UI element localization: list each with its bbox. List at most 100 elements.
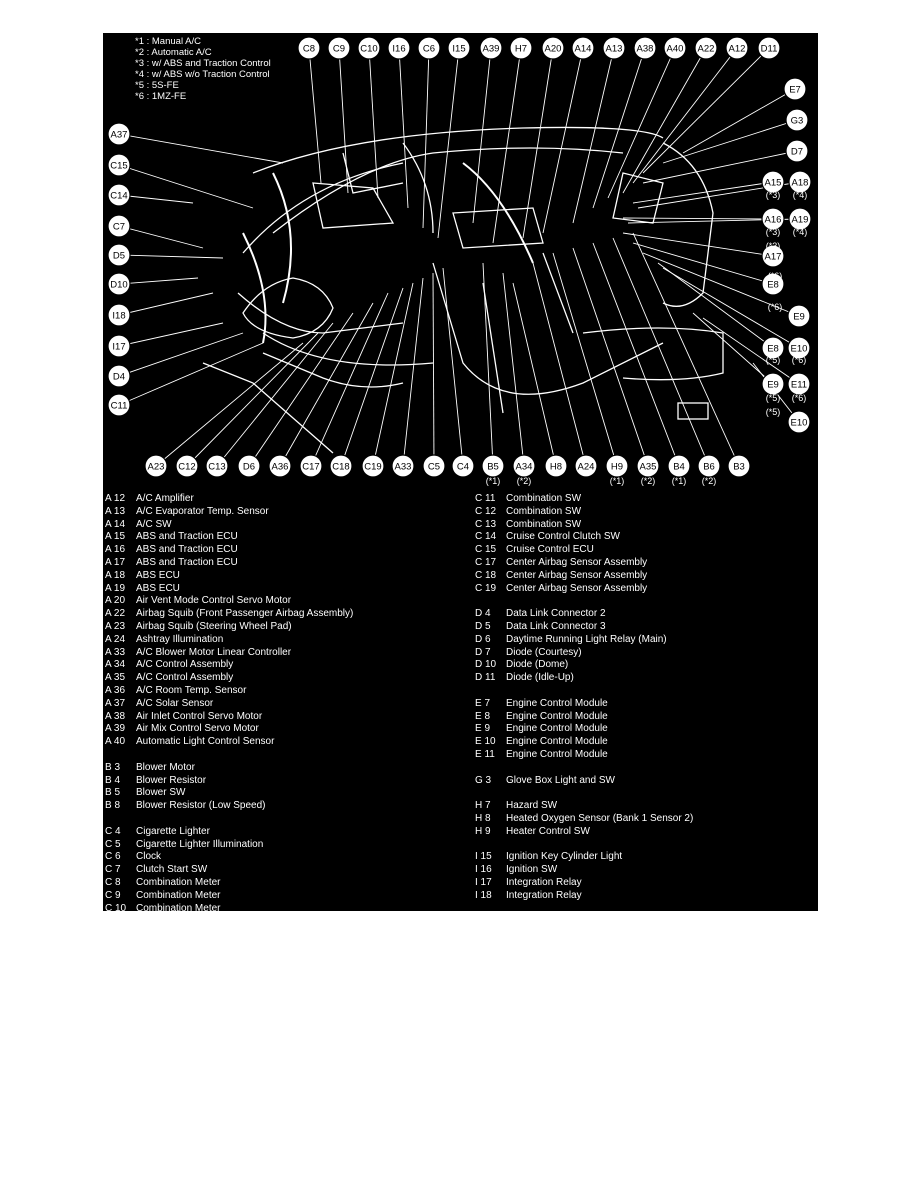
callout-circle: [757, 36, 781, 60]
leader-line: [437, 47, 460, 239]
callout-circle: [761, 244, 785, 268]
legend-name: Ashtray Illumination: [136, 633, 224, 645]
legend-code: E 11: [475, 749, 495, 760]
callout-label: G3: [791, 116, 804, 127]
callout-g3: G3: [785, 108, 809, 132]
callout-d7: D7: [785, 139, 809, 163]
legend-name: Engine Control Module: [506, 749, 608, 760]
callout-a19: A19: [788, 207, 812, 231]
legend-name: Air Vent Mode Control Servo Motor: [136, 595, 292, 607]
legend-name: Cruise Control Clutch SW: [506, 531, 620, 543]
legend-name: Integration Relay: [506, 889, 582, 901]
callout-label: H9: [611, 462, 623, 473]
leader-line: [632, 47, 738, 184]
callout-circle: [571, 36, 595, 60]
callout-c11: C11: [107, 393, 131, 417]
leader-line: [340, 287, 404, 467]
callout-label: A18: [792, 178, 809, 189]
callout-a18: A18: [788, 170, 812, 194]
callout-circle: [327, 36, 351, 60]
legend-name: Blower Resistor (Low Speed): [136, 800, 266, 812]
legend-code: D 4: [475, 608, 491, 620]
callout-c15: C15: [107, 153, 131, 177]
leader-line: [552, 252, 618, 467]
callout-h7: H7: [509, 36, 533, 60]
legend-code: B 8: [105, 800, 121, 812]
leader-line: [702, 317, 800, 385]
callout-e10: E10: [787, 410, 811, 434]
legend-code: C 7: [105, 864, 121, 876]
callout-circle: [574, 454, 598, 478]
leader-line: [642, 47, 770, 174]
legend-code: A 12: [105, 493, 126, 504]
legend-name: Blower SW: [136, 787, 186, 799]
legend-row: C 7 Clutch Start SW: [105, 864, 207, 875]
callout-label: A34: [516, 462, 533, 473]
callout-label: C19: [364, 462, 381, 473]
callout-label: A23: [148, 462, 165, 473]
legend-name: A/C Control Assembly: [136, 672, 234, 684]
legend-code: A 37: [105, 697, 126, 709]
leader-line: [657, 262, 774, 349]
legend-name: Clutch Start SW: [136, 864, 208, 876]
callout-d10: D10: [107, 272, 131, 296]
legend-code: C 17: [475, 557, 497, 568]
leader-line: [632, 232, 740, 467]
legend-code: E 7: [475, 697, 491, 709]
callout-note: (*6): [768, 302, 783, 312]
leader-line: [572, 247, 649, 467]
callout-circle: [509, 36, 533, 60]
legend-code: I 17: [475, 877, 492, 888]
callout-label: D10: [110, 280, 127, 291]
callout-label: H8: [550, 462, 562, 473]
callout-circle: [205, 454, 229, 478]
callout-note: (*2): [517, 476, 532, 486]
leader-line: [632, 181, 774, 204]
legend-code: C 10: [105, 902, 127, 911]
callout-label: D11: [761, 44, 778, 55]
note-5: *5 : 5S-FE: [135, 80, 179, 91]
callout-d6: D6: [237, 454, 261, 478]
callout-circle: [512, 454, 536, 478]
callout-note: (*6): [768, 271, 783, 281]
callout-circle: [727, 454, 751, 478]
callout-label: I18: [112, 311, 125, 322]
callout-label: E8: [767, 344, 779, 355]
leader-line: [622, 217, 774, 220]
callout-label: A24: [578, 462, 595, 473]
callout-label: A22: [698, 44, 715, 55]
callout-c5: C5: [422, 454, 446, 478]
callout-circle: [667, 454, 691, 478]
legend-name: Daytime Running Light Relay (Main): [506, 633, 667, 645]
legend-name: Air Mix Control Servo Motor: [136, 723, 259, 735]
leader-line: [682, 88, 796, 154]
legend-code: A 14: [105, 518, 126, 530]
callout-circle: [107, 214, 131, 238]
callout-circle: [422, 454, 446, 478]
legend-code: A 34: [105, 659, 126, 671]
callout-label: A38: [637, 44, 654, 55]
leader-line: [118, 292, 214, 316]
callout-label: A39: [483, 44, 500, 55]
leader-line: [662, 267, 800, 349]
callout-h8: H8: [544, 454, 568, 478]
callout-circle: [787, 304, 811, 328]
legend-row: [475, 595, 506, 606]
callout-label: D5: [113, 251, 125, 262]
leader-line: [279, 302, 374, 467]
callout-label: A12: [729, 44, 746, 55]
callout-circle: [761, 272, 785, 296]
legend-row: B 8 Blower Resistor (Low Speed): [105, 800, 266, 811]
legend-name: A/C Solar Sensor: [136, 697, 214, 709]
